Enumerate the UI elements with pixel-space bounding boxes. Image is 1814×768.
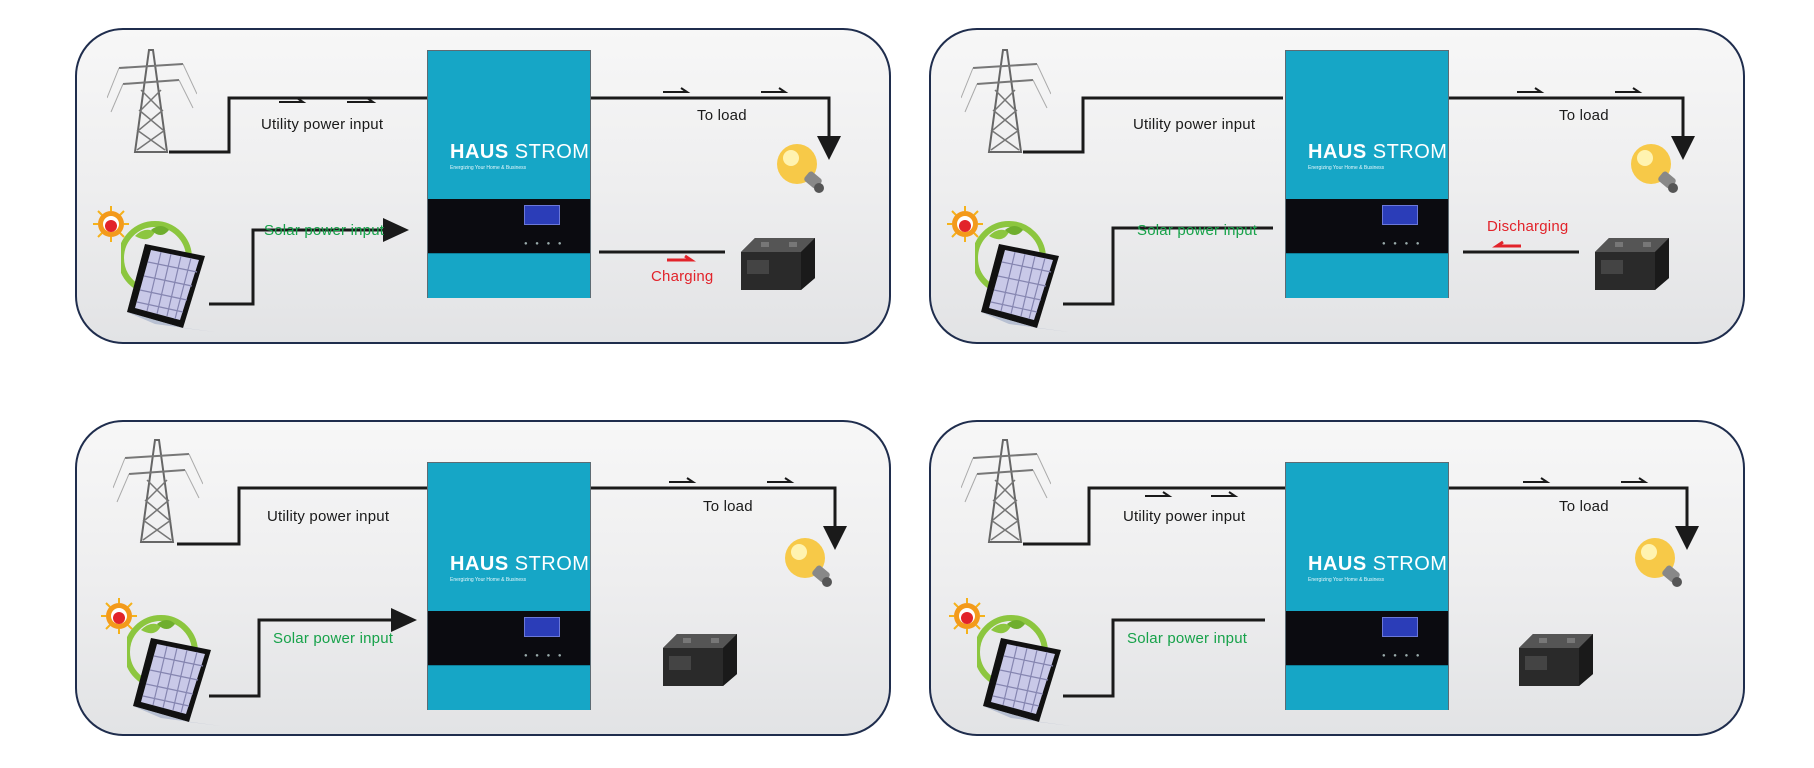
diagram-panel-2: Utility power input To load Solar power … [929,28,1745,344]
lcd-screen [524,617,560,637]
light-bulb-icon [785,538,832,587]
brand-logo: HAUS STROM [1308,553,1448,575]
to-load-label: To load [697,107,747,124]
brand-logo: HAUS STROM [450,141,590,163]
wiring [177,477,847,698]
brand-logo: HAUS STROM [450,553,590,575]
power-tower-icon [107,49,197,153]
solar-power-label: Solar power input [1127,630,1248,647]
to-load-label: To load [703,498,753,515]
battery-icon [741,238,815,290]
diagram-panel-4: Utility power input To load Solar power … [929,420,1745,736]
solar-panel-icon [977,612,1077,730]
lcd-screen [1382,617,1418,637]
wiring [1023,477,1699,698]
to-load-label: To load [1559,498,1609,515]
utility-power-label: Utility power input [261,116,384,133]
utility-power-label: Utility power input [1123,508,1246,525]
power-tower-icon [113,439,203,543]
light-bulb-icon [777,144,824,193]
diagram-panel-1: Utility power input To load Solar power … [75,28,891,344]
solar-power-label: Solar power input [1137,222,1258,239]
wiring [169,87,841,306]
battery-icon [663,634,737,686]
wiring [1023,87,1695,306]
power-tower-icon [961,439,1051,543]
power-tower-icon [961,49,1051,153]
solar-panel-icon [975,218,1075,336]
utility-power-label: Utility power input [1133,116,1256,133]
diagram-panel-3: Utility power input To load Solar power … [75,420,891,736]
battery-icon [1595,238,1669,290]
to-load-label: To load [1559,107,1609,124]
light-bulb-icon [1635,538,1682,587]
light-bulb-icon [1631,144,1678,193]
solar-power-label: Solar power input [264,222,385,239]
utility-power-label: Utility power input [267,508,390,525]
solar-power-label: Solar power input [273,630,394,647]
lcd-screen [1382,205,1418,225]
solar-panel-icon [127,612,227,730]
brand-logo: HAUS STROM [1308,141,1448,163]
battery-status-label: Discharging [1487,218,1569,235]
lcd-screen [524,205,560,225]
solar-panel-icon [121,218,221,336]
battery-status-label: Charging [651,268,714,285]
battery-icon [1519,634,1593,686]
